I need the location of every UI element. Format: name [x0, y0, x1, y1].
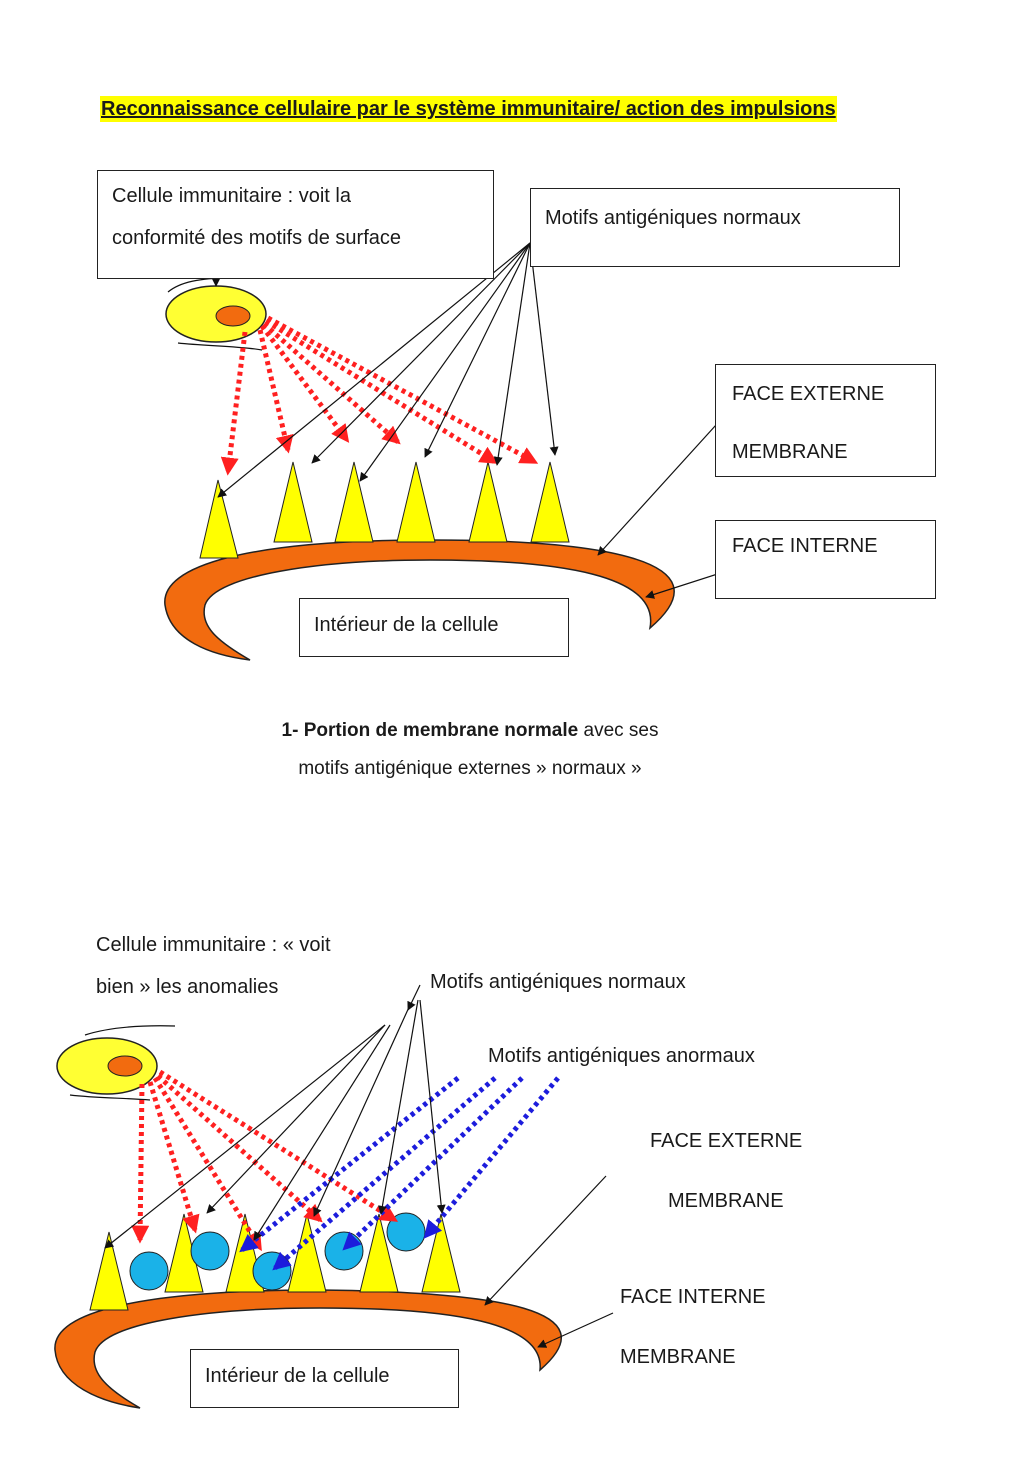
cell-outline-line — [84, 1025, 176, 1036]
antigen-normal — [396, 461, 436, 543]
immune-cell-label-box: Cellule immunitaire : voit la conformité… — [97, 170, 494, 279]
caption-rest: avec ses — [578, 720, 659, 741]
antigen-normal — [334, 461, 374, 543]
normal-motifs-label: Motifs antigéniques normaux — [545, 207, 801, 229]
antigen-abnormal — [129, 1251, 169, 1291]
antigen-abnormal — [190, 1231, 230, 1271]
abnormal-motifs-label: Motifs antigéniques anormaux — [488, 1045, 755, 1067]
face-externe-label-2-line-1: FACE EXTERNE — [650, 1130, 803, 1152]
impulse-normal — [257, 329, 294, 454]
pointer-line — [377, 999, 419, 1215]
membrane-arc — [54, 1289, 563, 1409]
antigen-abnormal — [324, 1231, 364, 1271]
impulse-normal — [264, 318, 499, 465]
impulse-normal — [220, 331, 248, 476]
interior-label: Intérieur de la cellule — [314, 614, 499, 636]
caption-line-2: motifs antigénique externes » normaux » — [298, 758, 642, 779]
interior-label-box-2: Intérieur de la cellule — [190, 1349, 459, 1408]
antigen-normal — [273, 461, 313, 543]
caption-bold: Portion de membrane normale — [303, 720, 579, 741]
antigen-abnormal — [252, 1251, 292, 1291]
face-externe-label-box: FACE EXTERNE MEMBRANE — [715, 364, 936, 477]
impulse-normal — [152, 1076, 263, 1252]
impulse-normal — [156, 1074, 323, 1223]
interior-label-box: Intérieur de la cellule — [299, 598, 569, 657]
antigen-normal — [89, 1231, 129, 1311]
impulse-abnormal — [272, 1076, 497, 1271]
antigen-normal — [199, 479, 239, 559]
face-interne-label-2-line-1: FACE INTERNE — [620, 1286, 766, 1308]
cell-outline-line — [69, 1094, 151, 1101]
face-interne-label: FACE INTERNE — [732, 535, 878, 557]
interior-label-2: Intérieur de la cellule — [205, 1365, 390, 1387]
face-externe-label-line: MEMBRANE — [732, 441, 848, 463]
caption-number: 1- — [281, 720, 299, 741]
pointer-line — [217, 242, 531, 498]
pointer-line — [253, 1024, 391, 1241]
pointer-line — [104, 1024, 386, 1249]
immune-cell-label-2-line-1: Cellule immunitaire : « voit — [96, 934, 331, 956]
membrane-arc — [164, 539, 675, 661]
impulse-abnormal — [342, 1076, 524, 1251]
pointer-line — [311, 242, 531, 464]
face-interne-label-2-line-2: MEMBRANE — [620, 1346, 736, 1368]
pointer-line — [484, 1175, 607, 1306]
immune-cell-nucleus — [107, 1055, 143, 1077]
immune-cell-label-line: conformité des motifs de surface — [112, 227, 402, 249]
cell-outline-line — [177, 342, 263, 351]
impulse-abnormal — [239, 1076, 460, 1253]
pointer-line — [493, 242, 531, 466]
pointer-line — [597, 424, 717, 556]
impulse-abnormal — [423, 1076, 560, 1239]
normal-motifs-label-box: Motifs antigéniques normaux — [530, 188, 900, 267]
page-title: Reconnaissance cellulaire par le système… — [100, 96, 837, 122]
figure-caption: 1- Portion de membrane normale avec ses … — [230, 712, 710, 788]
immune-cell-label-line: Cellule immunitaire : voit la — [112, 185, 351, 207]
pointer-line — [419, 999, 446, 1214]
antigen-normal — [359, 1213, 399, 1293]
antigen-normal — [530, 461, 570, 543]
caption-line-1: 1- Portion de membrane normale avec ses — [230, 712, 710, 750]
normal-motifs-label-2: Motifs antigéniques normaux — [430, 971, 686, 993]
pointer-line — [206, 1024, 386, 1214]
antigen-normal — [468, 461, 508, 543]
antigen-normal — [421, 1213, 461, 1293]
impulse-normal — [158, 1069, 399, 1223]
impulse-normal — [131, 1083, 150, 1244]
pointer-line — [313, 1004, 411, 1217]
impulse-normal — [266, 315, 539, 465]
immune-cell — [56, 1037, 158, 1095]
immune-cell-label-2-line-2: bien » les anomalies — [96, 976, 279, 998]
pointer-line — [424, 242, 531, 458]
pointer-line — [359, 242, 531, 482]
face-externe-label-2-line-2: MEMBRANE — [668, 1190, 784, 1212]
face-externe-label-line: FACE EXTERNE — [732, 383, 885, 405]
diagram-1 — [164, 242, 787, 661]
impulse-normal — [262, 322, 401, 445]
diagram-2 — [54, 984, 614, 1409]
pointer-line — [537, 1312, 614, 1348]
pointer-line — [529, 242, 559, 456]
immune-cell-nucleus — [215, 305, 251, 327]
impulse-normal — [147, 1081, 200, 1234]
antigen-normal — [287, 1213, 327, 1293]
face-interne-label-box: FACE INTERNE — [715, 520, 936, 599]
